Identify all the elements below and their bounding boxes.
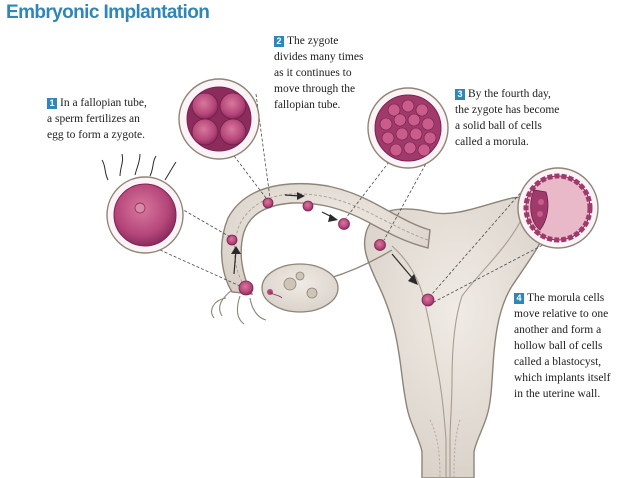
step-1-number-badge: 1 <box>47 98 57 109</box>
arrowhead <box>231 246 241 254</box>
blastocyst-stage <box>421 293 435 307</box>
step-1-text: In a fallopian tube, <box>60 97 147 109</box>
ovary <box>261 263 339 313</box>
cervix-lining <box>429 419 461 478</box>
step-3-line-2: the zygote has become <box>455 104 560 116</box>
step-2-text: The zygote <box>287 35 339 47</box>
arrowhead <box>328 214 338 222</box>
sperm-tail <box>269 291 283 299</box>
leader-line-morula <box>383 137 441 241</box>
arrowhead <box>297 192 305 200</box>
fimbriae <box>211 289 267 325</box>
leader-line-blastocyst <box>433 235 561 303</box>
morula-stage <box>374 239 386 251</box>
zygote-stage-3 <box>302 200 314 212</box>
morula-stage <box>338 218 350 230</box>
fallopian-tube-lumen <box>234 193 429 283</box>
step-4-number-badge: 4 <box>514 293 524 304</box>
step-2-line-5: fallopian tube. <box>274 99 341 111</box>
arrowhead <box>408 274 418 285</box>
step-1-line-2: a sperm fertilizes an <box>47 113 140 125</box>
step-4-line-2: move relative to one <box>514 308 609 320</box>
step-2-line-2: divides many times <box>274 51 364 63</box>
ovarian-ligament <box>329 249 393 279</box>
morula-inset <box>367 87 449 169</box>
released-egg <box>238 280 254 296</box>
blastocyst-inset <box>517 167 599 249</box>
uterine-cavity <box>391 245 447 478</box>
ovary-follicle <box>295 271 305 281</box>
left-fallopian-tube <box>220 182 431 295</box>
ovary-follicle <box>283 277 297 291</box>
step-1-line-3: egg to form a zygote. <box>47 129 146 141</box>
step-4-text: The morula cells <box>527 292 605 304</box>
step-3-number-badge: 3 <box>455 89 465 100</box>
step-2-line-4: move through the <box>274 83 356 95</box>
zygote-stage-1 <box>226 234 238 246</box>
step-3-text: By the fourth day, <box>468 88 551 100</box>
step-4-line-3: another and form a <box>514 324 602 336</box>
movement-arrow <box>391 253 415 281</box>
step-4-line-5: called a blastocyst, <box>514 356 602 368</box>
step-4-line-7: in the uterine wall. <box>514 388 601 400</box>
uterine-cavity-inner <box>449 221 521 478</box>
dividing-zygote-inset <box>178 78 260 160</box>
diagram-title: Embryonic Implantation <box>6 2 210 23</box>
step-2-number-badge: 2 <box>274 36 284 47</box>
step-4-line-6: which implants itself <box>514 372 611 384</box>
zygote-stage-2 <box>262 197 274 209</box>
fertilized-egg-inset <box>101 153 184 254</box>
step-2-line-3: as it continues to <box>274 67 352 79</box>
leader-line-morula <box>345 157 393 219</box>
step-3-line-4: called a morula. <box>455 136 529 148</box>
ovary-follicle <box>306 287 318 299</box>
leader-line-egg <box>179 207 233 239</box>
step-4-line-4: hollow ball of cells <box>514 340 603 352</box>
step-3-line-3: a solid ball of cells <box>455 120 542 132</box>
